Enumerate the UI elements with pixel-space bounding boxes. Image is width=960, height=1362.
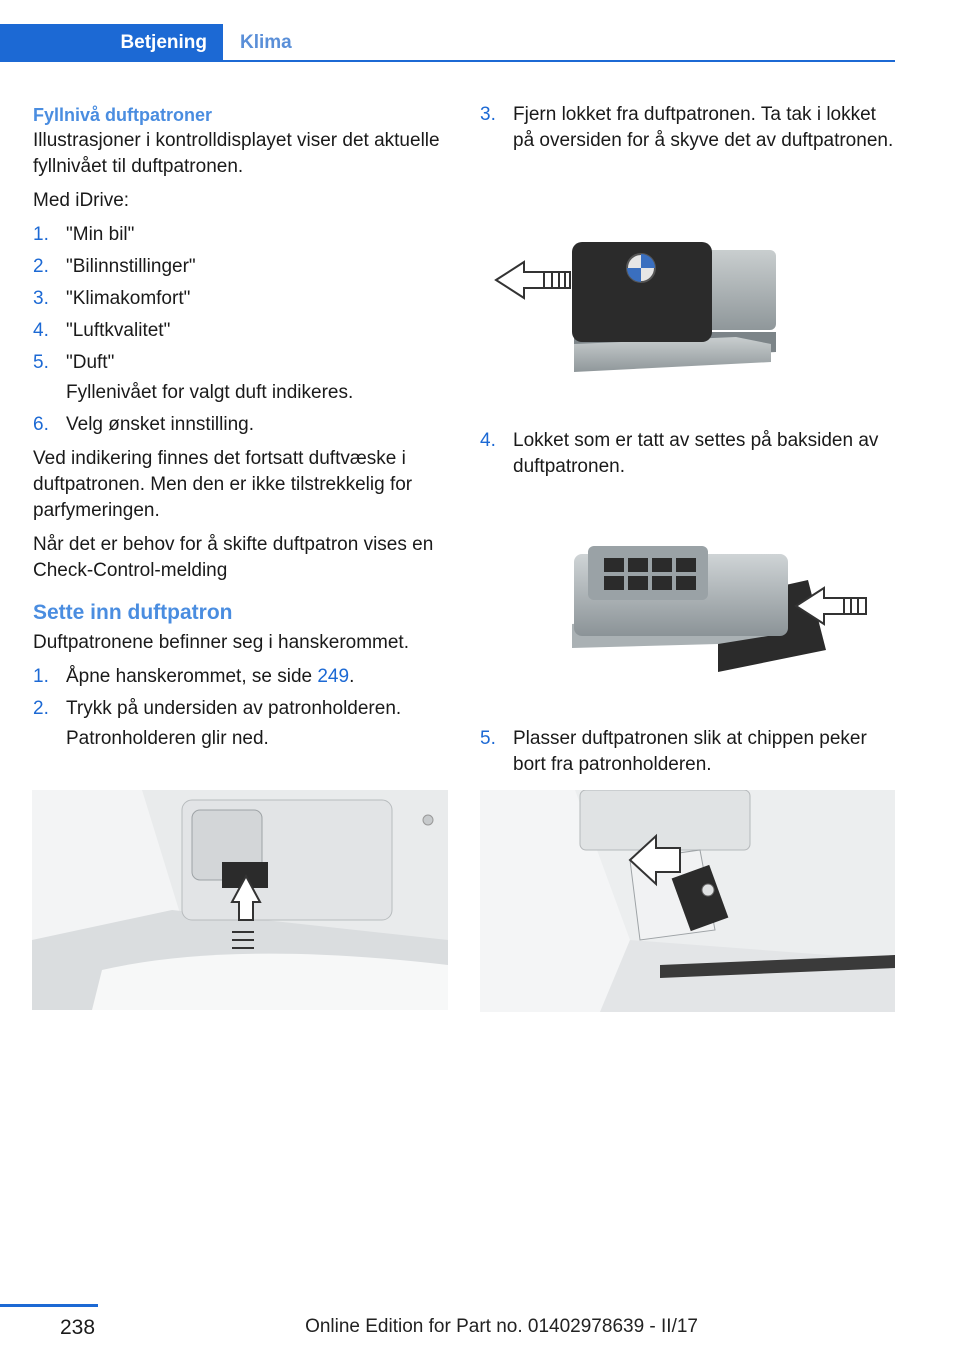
list-item: 3. Fjern lokket fra duftpatronen. Ta tak … (480, 102, 898, 154)
step-text: Trykk på undersiden av patronholderen. (66, 698, 402, 719)
step-text: "Luftkvalitet" (66, 320, 171, 341)
page-number-rule (0, 1304, 98, 1307)
right-column-step5: 5. Plasser duftpatronen slik at chippen p… (480, 726, 898, 786)
step-text-end: . (349, 666, 355, 687)
glovebox-push-holder-illustration (32, 790, 448, 1010)
right-steps-list: 5. Plasser duftpatronen slik at chippen p… (480, 726, 898, 778)
list-item: 4. "Luftkvalitet" (33, 318, 448, 344)
tab-klima[interactable]: Klima (240, 32, 292, 53)
intro-paragraph: Illustrasjoner i kontrolldisplayet viser… (33, 130, 440, 177)
list-item: 2. Trykk på undersiden av patronholderen.… (33, 696, 448, 752)
step-text: Velg ønsket innstilling. (66, 414, 254, 435)
step-text: "Klimakomfort" (66, 288, 191, 309)
step-number: 1. (33, 666, 49, 687)
page-number: 238 (60, 1316, 96, 1339)
left-column: Fyllnivå duftpatroner Illustrasjoner i k… (33, 102, 448, 760)
step-number: 1. (33, 224, 49, 245)
list-item: 6. Velg ønsket innstilling. (33, 412, 448, 438)
step-text: Lokket som er tatt av settes på baksiden… (513, 430, 879, 477)
step-number: 3. (480, 104, 496, 125)
step-text: Plasser duftpatronen slik at chippen pek… (513, 728, 867, 775)
cartridge-lid-removal-illustration (494, 242, 776, 372)
list-item: 3. "Klimakomfort" (33, 286, 448, 312)
list-item: 5. "Duft" Fyllenivået for valgt duft indik… (33, 350, 448, 406)
step-number: 3. (33, 288, 49, 309)
list-item: 1. "Min bil" (33, 222, 448, 248)
step-text: "Bilinnstillinger" (66, 256, 196, 277)
insert-steps-list: 1. Åpne hanskerommet, se side 249. 2. Tryk… (33, 664, 448, 752)
section-heading-insert: Sette inn duftpatron (33, 601, 233, 624)
step-number: 4. (480, 430, 496, 451)
header-rule (0, 60, 895, 62)
paragraph-indication: Ved indikering finnes det fortsatt duftv… (33, 448, 413, 521)
step-number: 5. (480, 728, 496, 749)
step-subtext: Fyllenivået for valgt duft indikeres. (66, 382, 354, 403)
step-text: "Min bil" (66, 224, 135, 245)
step-number: 6. (33, 414, 49, 435)
place-cartridge-illustration (480, 790, 895, 1012)
subheading-fill-level: Fyllnivå duftpatroner (33, 105, 213, 125)
lid-attach-back-illustration (572, 546, 867, 672)
page-link[interactable]: 249 (317, 666, 350, 687)
step-number: 4. (33, 320, 49, 341)
tab-betjening[interactable]: Betjening (0, 24, 223, 62)
step-number: 5. (33, 352, 49, 373)
list-item: 2. "Bilinnstillinger" (33, 254, 448, 280)
heading-text: Duftpatronene befinner seg i hanskeromme… (33, 632, 409, 653)
header-tab-bar: Betjening Klima (0, 24, 895, 62)
right-column: 3. Fjern lokket fra duftpatronen. Ta tak … (480, 102, 898, 162)
step-number: 2. (33, 698, 49, 719)
list-item: 1. Åpne hanskerommet, se side 249. (33, 664, 448, 690)
footer-edition: Online Edition for Part no. 01402978639 … (305, 1316, 698, 1337)
step-text: Åpne hanskerommet, se side (66, 666, 318, 687)
paragraph-check-control: Når det er behov for å skifte duftpatron… (33, 534, 434, 581)
idrive-steps-list: 1. "Min bil" 2. "Bilinnstillinger" 3. "Klim… (33, 222, 448, 438)
list-item: 4. Lokket som er tatt av settes på baksid… (480, 428, 898, 480)
idrive-label: Med iDrive: (33, 190, 130, 211)
list-item: 5. Plasser duftpatronen slik at chippen p… (480, 726, 898, 778)
right-steps-list: 4. Lokket som er tatt av settes på baksid… (480, 428, 898, 480)
step-text: Fjern lokket fra duftpatronen. Ta tak i … (513, 104, 894, 151)
right-steps-list: 3. Fjern lokket fra duftpatronen. Ta tak … (480, 102, 898, 154)
right-column-step4: 4. Lokket som er tatt av settes på baksid… (480, 428, 898, 488)
step-text: "Duft" (66, 352, 115, 373)
step-subtext: Patronholderen glir ned. (66, 728, 269, 749)
step-number: 2. (33, 256, 49, 277)
